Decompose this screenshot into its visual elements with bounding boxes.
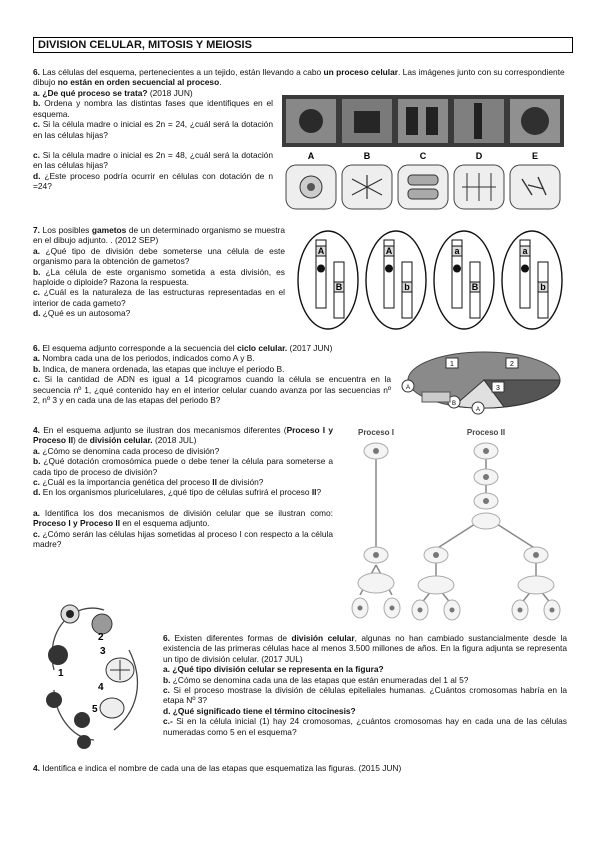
process2-label: Proceso II: [467, 428, 505, 437]
q4-a2: a. Identifica los dos mecanismos de divi…: [33, 507, 333, 529]
q4-d: d. En los organismos pluricelulares, ¿qu…: [33, 487, 322, 498]
allele-label: A: [386, 246, 393, 256]
q1-d: d. ¿Este proceso podría ocurrir en célul…: [33, 170, 273, 192]
phase-label: B: [364, 151, 371, 161]
q2-d: d. ¿Qué es un autosoma?: [33, 308, 131, 319]
q5-text: 6. Existen diferentes formas de división…: [163, 633, 567, 737]
stage-number: 2: [98, 632, 104, 643]
q5-e: c.- Si en la célula inicial (1) hay 24 c…: [163, 716, 567, 737]
q5-a: a. ¿Qué tipo división celular se represe…: [163, 664, 384, 675]
process1-label: Proceso I: [358, 428, 394, 437]
q4-c2: c. ¿Cómo serán las células hijas sometid…: [33, 528, 333, 550]
q5-intro: 6. Existen diferentes formas de división…: [163, 633, 567, 664]
q1-c1: c. Si la célula madre o inicial es 2n = …: [33, 119, 273, 140]
gamete: AB: [297, 230, 359, 330]
allele-label: A: [318, 246, 325, 256]
allele-label: b: [404, 282, 410, 292]
q3-text: 6. El esquema adjunto corresponde a la s…: [33, 343, 391, 405]
stage-number: 3: [100, 646, 106, 657]
q2-intro: 7. Los posibles gametos de un determinad…: [33, 225, 285, 246]
q3-b: b. Indica, de manera ordenada, las etapa…: [33, 363, 285, 374]
q5-b: b. ¿Cómo se denomina cada una de las eta…: [163, 674, 469, 685]
q2-text: 7. Los posibles gametos de un determinad…: [33, 225, 285, 319]
q1-b: b. Ordena y nombra las distintas fases q…: [33, 98, 273, 119]
page-title: DIVISION CELULAR, MITOSIS Y MEIOSIS: [33, 37, 573, 53]
division-cycle-figure: 1 2 3 4 5: [46, 604, 139, 749]
mitosis-phases-figure: A B C D E: [282, 95, 564, 210]
cycle-label: 1: [450, 361, 454, 368]
q1-questions: a. ¿De qué proceso se trata? (2018 JUN) …: [33, 88, 273, 192]
q2-b: b. ¿La célula de este organismo sometida…: [33, 266, 285, 288]
q2-a: a. ¿Qué tipo de división debe someterse …: [33, 245, 285, 267]
allele-label: b: [540, 282, 546, 292]
phase-label: D: [476, 151, 483, 161]
phase-label: A: [308, 151, 315, 161]
q4-text: 4. En el esquema adjunto se ilustran dos…: [33, 425, 333, 549]
stage-number: 4: [98, 682, 104, 693]
gamete: Ab: [365, 230, 427, 330]
q3-a: a. Nombra cada una de los periodos, indi…: [33, 353, 255, 364]
q3-intro: 6. El esquema adjunto corresponde a la s…: [33, 343, 333, 353]
processes-figure: Proceso I Proceso II: [351, 428, 561, 621]
cell-cycle-figure: 1 2 3 A B A: [401, 351, 561, 415]
gamete: aB: [433, 230, 495, 330]
q4-a: a. ¿Cómo se denomina cada proceso de div…: [33, 445, 220, 456]
q1-a: a. ¿De qué proceso se trata? (2018 JUN): [33, 88, 193, 98]
q6-text: 4. Identifica e indica el nombre de cada…: [33, 763, 402, 773]
q3-c: c. Si la cantidad de ADN es igual a 14 p…: [33, 374, 391, 406]
cycle-label: A: [406, 385, 410, 391]
q4-intro: 4. En el esquema adjunto se ilustran dos…: [33, 425, 333, 446]
stage-number: 5: [92, 704, 98, 715]
cycle-label: A: [476, 407, 480, 413]
allele-label: a: [522, 246, 528, 256]
cycle-label: 3: [496, 385, 500, 392]
phase-label: C: [420, 151, 427, 161]
q5-c: c. Si el proceso mostrase la división de…: [163, 685, 567, 706]
phase-label: E: [532, 151, 538, 161]
allele-label: a: [454, 246, 460, 256]
cycle-label: B: [452, 401, 456, 407]
q4-c: c. ¿Cuál es la importancia genética del …: [33, 477, 264, 488]
cycle-label: 2: [510, 361, 514, 368]
q5-d: d. ¿Qué significado tiene el término cit…: [163, 705, 356, 716]
q1-intro: 6. Las células del esquema, pertenecient…: [33, 67, 565, 88]
gamete: ab: [501, 230, 563, 330]
page-title-text: DIVISION CELULAR, MITOSIS Y MEIOSIS: [38, 39, 252, 51]
q4-b: b. ¿Qué dotación cromosómica puede o deb…: [33, 456, 333, 477]
q2-c: c. ¿Cuál es la naturaleza de las estruct…: [33, 287, 285, 308]
allele-label: B: [472, 282, 479, 292]
q1-c2: c. Si la célula madre o inicial es 2n = …: [33, 150, 273, 171]
allele-label: B: [336, 282, 343, 292]
stage-number: 1: [58, 668, 64, 679]
